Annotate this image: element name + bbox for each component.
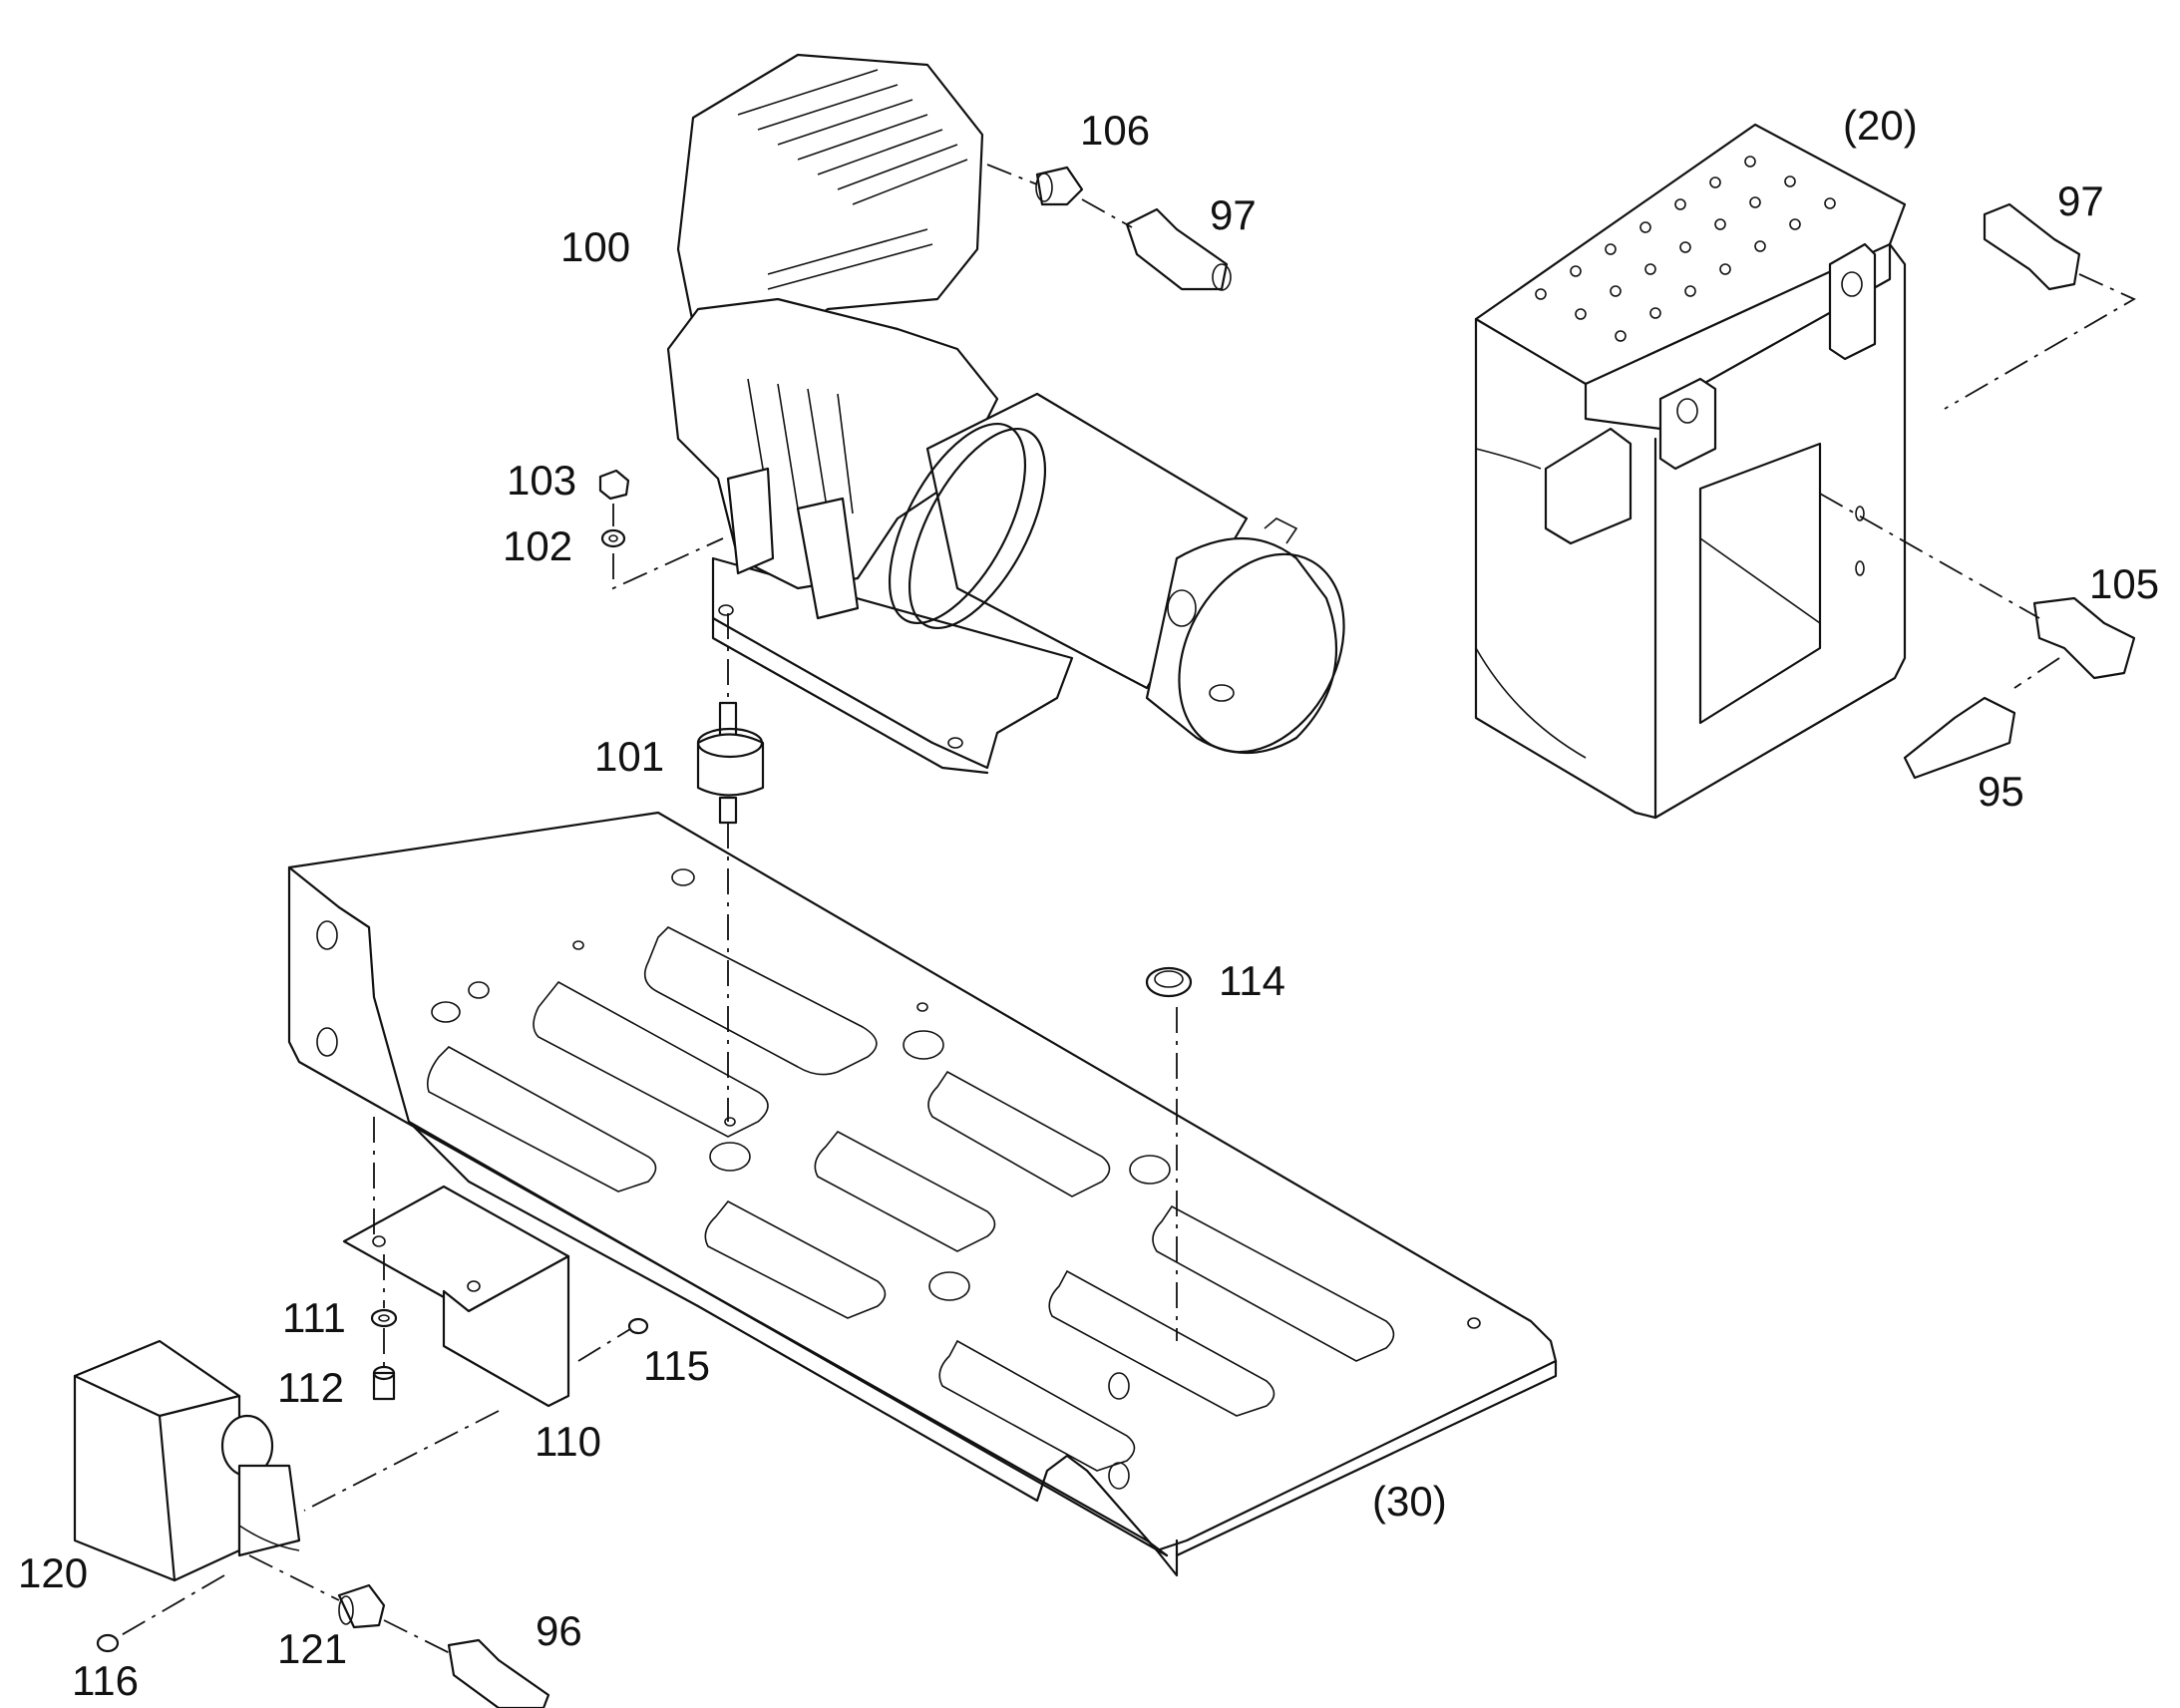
nut-103 [598,469,630,501]
battery-box [1474,123,1907,820]
bracket-110 [342,1185,570,1408]
label-30: (30) [1372,1478,1447,1525]
label-120: 120 [18,1549,88,1596]
hose-97-top [1125,207,1232,291]
label-106: 106 [1080,107,1150,154]
label-96: 96 [536,1607,582,1654]
fitting-106 [1035,166,1084,206]
label-20: (20) [1843,102,1918,149]
label-112: 112 [277,1364,344,1411]
label-97-right: 97 [2057,177,2104,224]
compressor-motor [666,53,1345,775]
leader-lines [117,164,2136,1656]
elbow-105 [2032,596,2136,680]
label-102: 102 [503,522,572,569]
label-115: 115 [643,1342,710,1389]
mount-101 [696,701,765,825]
label-111: 111 [282,1294,346,1341]
grommet-114 [1145,966,1193,998]
label-121: 121 [277,1625,347,1672]
label-97-top: 97 [1210,191,1257,238]
label-103: 103 [507,457,576,504]
screw-112 [372,1365,396,1401]
hose-96 [447,1638,550,1708]
screw-115 [627,1317,649,1335]
label-95: 95 [1978,768,2024,815]
part-labels: 100 106 97 (20) 97 103 102 105 101 95 11… [18,102,2159,1704]
hose-95 [1903,696,2016,780]
label-101: 101 [594,733,664,780]
washer-102 [600,528,626,548]
solenoid-120 [73,1339,301,1582]
base-plate [287,811,1558,1577]
label-100: 100 [560,223,630,270]
nut-116 [96,1633,120,1653]
hose-97-right [1983,202,2081,291]
label-114: 114 [1219,957,1285,1004]
washer-111 [370,1308,398,1328]
label-116: 116 [72,1657,139,1704]
fitting-121 [337,1583,386,1629]
label-110: 110 [535,1418,601,1465]
label-105: 105 [2089,560,2159,607]
